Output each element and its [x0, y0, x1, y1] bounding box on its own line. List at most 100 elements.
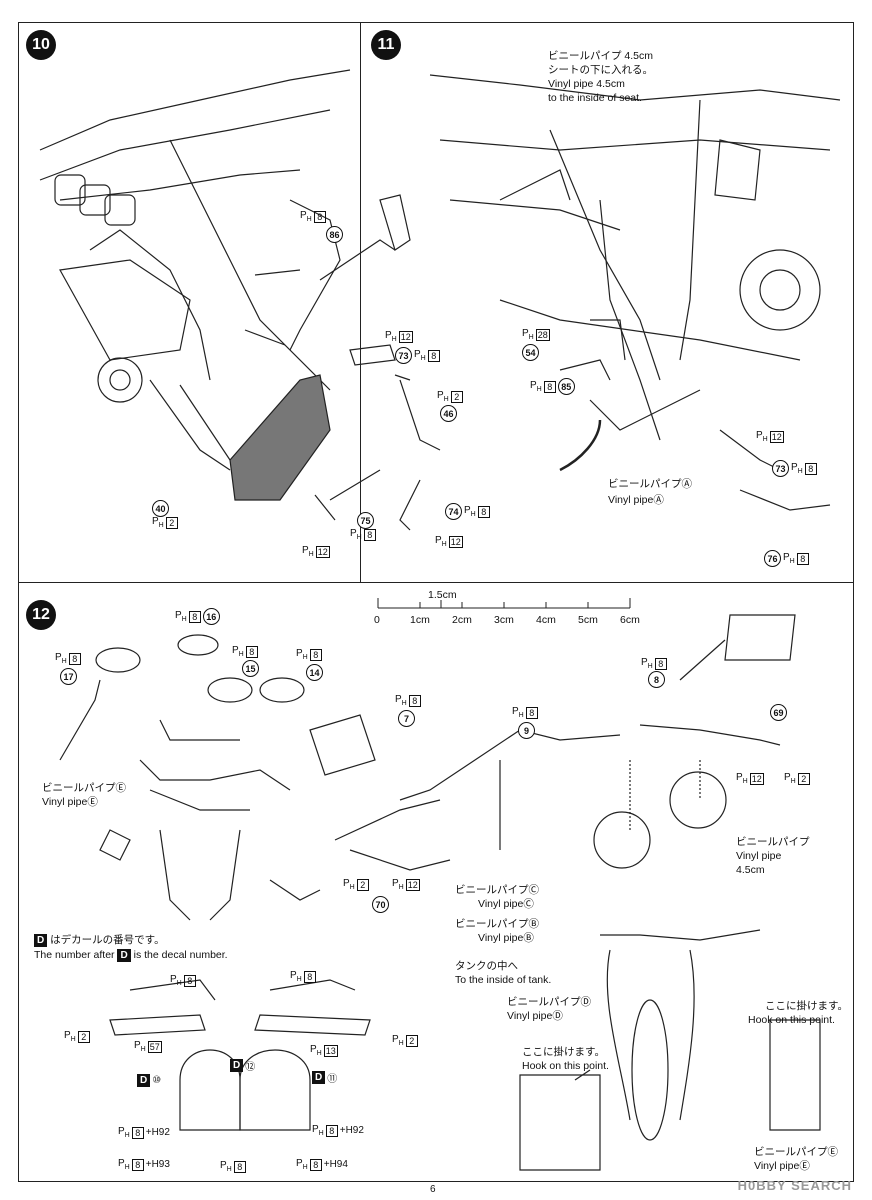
page-number: 6: [430, 1184, 436, 1195]
step12-hook-jp-left: ここに掛けます。: [522, 1046, 605, 1058]
scale-ruler: [377, 598, 631, 609]
scale-tick-2: 2cm: [452, 614, 472, 626]
decal-marker: D: [34, 934, 48, 947]
step11-pipe-a-jp: ビニールパイプⒶ: [608, 478, 692, 490]
step12-pipe-e2-en: Vinyl pipeⒺ: [754, 1160, 810, 1172]
step12-hook-jp-right: ここに掛けます。: [765, 1000, 848, 1012]
decal-note-jp: D はデカールの番号です。: [34, 934, 165, 947]
step12-pipe-e-jp: ビニールパイプⒺ: [42, 782, 126, 794]
step12-hook-en-right: Hook on this point.: [748, 1014, 835, 1026]
part-number-69: 69: [770, 704, 787, 721]
step12-pipe-b-en: Vinyl pipeⒷ: [478, 932, 534, 944]
panel-divider-horizontal: [18, 582, 854, 583]
part-number-75: 75: [357, 512, 374, 529]
step12-tank-en: To the inside of tank.: [455, 974, 552, 986]
page-frame: [18, 22, 854, 1182]
step11-pipe-note-jp-2: シートの下に入れる。: [548, 64, 653, 76]
step12-pipe-c-en: Vinyl pipeⒸ: [478, 898, 534, 910]
step10-frame-drawing: [39, 69, 441, 531]
part-number-46: 46: [440, 405, 457, 422]
step12-pipe-45-jp: ビニールパイプ: [736, 836, 810, 848]
part-number-14: 14: [306, 664, 323, 681]
scale-tick-0: 0: [374, 614, 380, 626]
decal-marker: D: [117, 949, 131, 962]
part-number-70: 70: [372, 896, 389, 913]
part-number-9: 9: [518, 722, 535, 739]
part-number-40: 40: [152, 500, 169, 517]
scale-tick-5: 5cm: [578, 614, 598, 626]
step11-pipe-a-en: Vinyl pipeⒶ: [608, 494, 664, 506]
part-number-7: 7: [398, 710, 415, 727]
scale-tick-6: 6cm: [620, 614, 640, 626]
scale-label-mid: 1.5cm: [428, 589, 457, 601]
step11-pipe-note-en-2: to the inside of seat.: [548, 92, 642, 104]
part-number-17: 17: [60, 668, 77, 685]
step-12-marker: 12: [26, 600, 56, 630]
step11-pipe-note-jp-1: ビニールパイプ 4.5cm: [548, 50, 654, 62]
step12-pipe-c-jp: ビニールパイプⒸ: [455, 884, 539, 896]
step12-pipe-d-en: Vinyl pipeⒹ: [507, 1010, 563, 1022]
step-10-marker: 10: [26, 30, 56, 60]
step12-left-drawing: [59, 634, 621, 921]
step-11-marker: 11: [371, 30, 401, 60]
step11-frame-drawing: [429, 74, 841, 511]
watermark: H0BBY SEARCH: [737, 1178, 852, 1193]
step12-pipe-b-jp: ビニールパイプⒷ: [455, 918, 539, 930]
decal-note-en: The number after D is the decal number.: [34, 949, 228, 962]
part-number-15: 15: [242, 660, 259, 677]
step12-pipe-e-en: Vinyl pipeⒺ: [42, 796, 98, 808]
scale-tick-1: 1cm: [410, 614, 430, 626]
step12-pipe-d-jp: ビニールパイプⒹ: [507, 996, 591, 1008]
part-number-8: 8: [648, 671, 665, 688]
step12-pipe-45-en2: 4.5cm: [736, 864, 765, 876]
step12-switch-drawings: [109, 979, 371, 1131]
part-number-86: 86: [326, 226, 343, 243]
step12-tank-jp: タンクの中へ: [455, 960, 518, 972]
scale-tick-4: 4cm: [536, 614, 556, 626]
step12-right-drawing: [519, 614, 821, 1171]
panel-divider-vertical: [360, 22, 361, 582]
step11-pipe-note-en-1: Vinyl pipe 4.5cm: [548, 78, 625, 90]
step12-pipe-45-en1: Vinyl pipe: [736, 850, 782, 862]
scale-tick-3: 3cm: [494, 614, 514, 626]
step12-pipe-e2-jp: ビニールパイプⒺ: [754, 1146, 838, 1158]
